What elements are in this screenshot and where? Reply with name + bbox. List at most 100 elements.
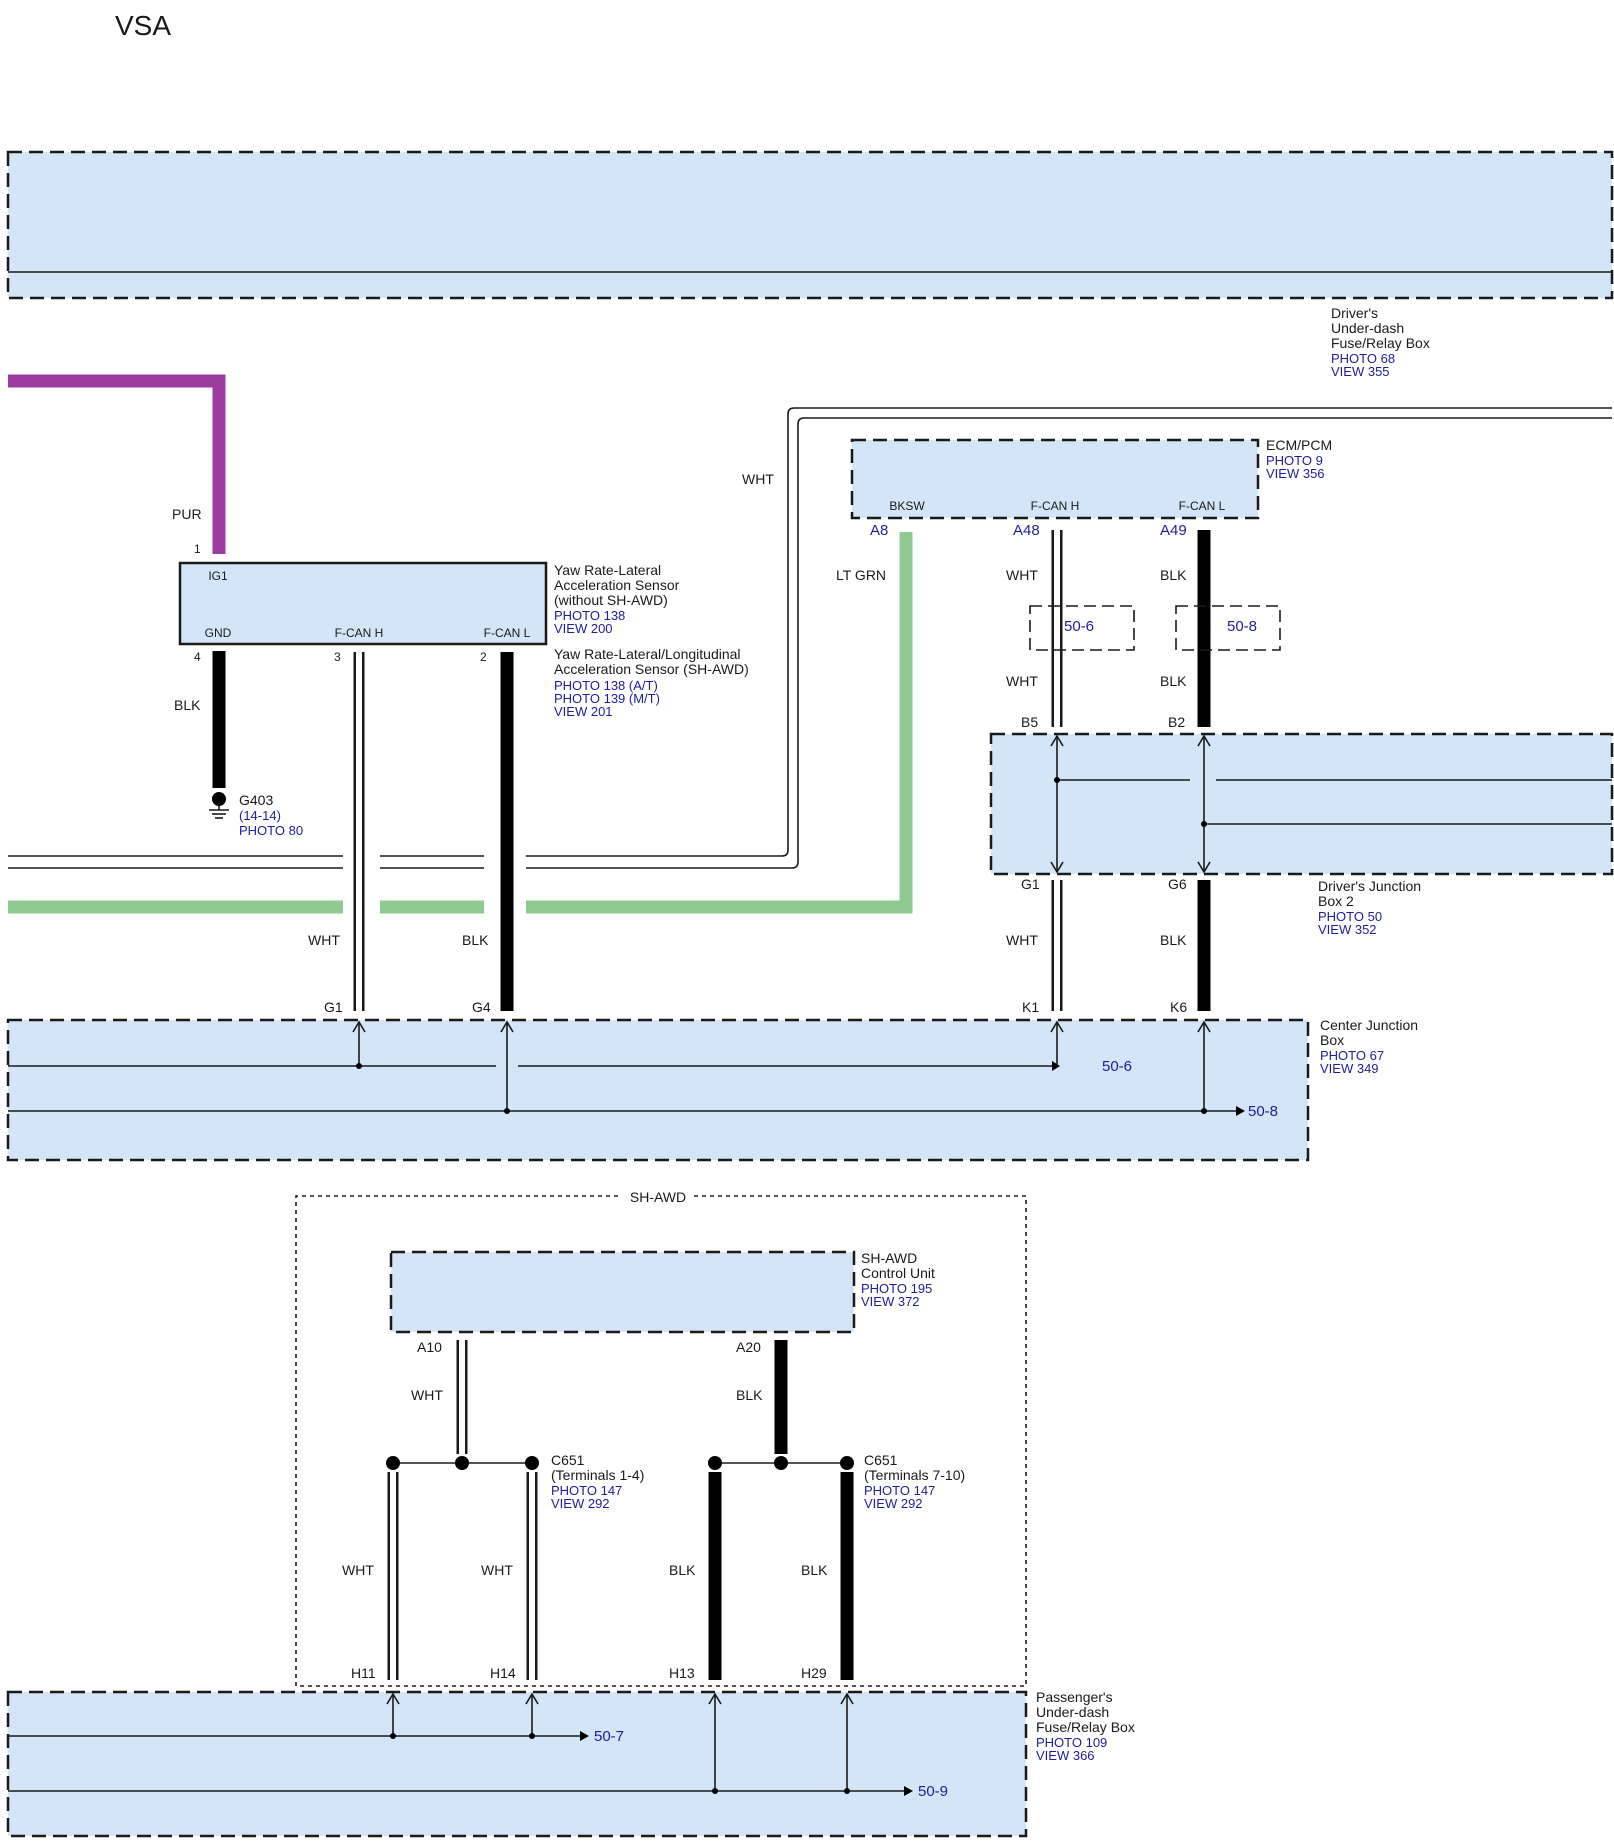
sh-awd-control-unit-label: SH-AWD Control Unit PHOTO 195 VIEW 372: [861, 1250, 935, 1309]
svg-text:VIEW 372: VIEW 372: [861, 1294, 920, 1309]
svg-text:(Terminals 1-4): (Terminals 1-4): [551, 1467, 644, 1483]
splice-c651-b: [708, 1456, 854, 1470]
wire-label-wht-sensor: WHT: [308, 932, 340, 948]
ground-symbol: [209, 792, 229, 819]
wire-label-wht-k1: WHT: [1006, 932, 1038, 948]
wire-label-blk-gnd: BLK: [174, 697, 201, 713]
svg-text:Acceleration Sensor: Acceleration Sensor: [554, 577, 680, 593]
wire-label-wht-a10: WHT: [411, 1387, 443, 1403]
passenger-fuse-box: 50-7 50-9: [6, 1690, 1028, 1838]
terminal-cjb-g1: G1: [324, 999, 343, 1015]
terminal-4: 4: [194, 650, 201, 664]
svg-text:Box: Box: [1320, 1032, 1344, 1048]
svg-text:(Terminals 7-10): (Terminals 7-10): [864, 1467, 965, 1483]
svg-text:PHOTO 147: PHOTO 147: [551, 1483, 622, 1498]
sh-awd-group: SH-AWD: [295, 1188, 1027, 1687]
svg-text:Passenger's: Passenger's: [1036, 1689, 1113, 1705]
drivers-junction-box-2-label: Driver's Junction Box 2 PHOTO 50 VIEW 35…: [1318, 878, 1421, 937]
terminal-djb-g1: G1: [1021, 876, 1040, 892]
svg-text:C651: C651: [551, 1452, 585, 1468]
wire-label-wht-h11: WHT: [342, 1562, 374, 1578]
page-title: VSA: [115, 10, 171, 41]
wire-label-pur: PUR: [172, 506, 202, 522]
ecm-pcm-label: ECM/PCM PHOTO 9 VIEW 356: [1266, 437, 1332, 481]
terminal-a20: A20: [736, 1339, 761, 1355]
drivers-junction-box-2: [989, 732, 1614, 876]
terminal-h14: H14: [490, 1665, 516, 1681]
svg-text:Yaw Rate-Lateral/Longitudinal: Yaw Rate-Lateral/Longitudinal: [554, 646, 741, 662]
svg-text:VIEW 356: VIEW 356: [1266, 466, 1325, 481]
wire-label-wht-h14: WHT: [481, 1562, 513, 1578]
svg-text:PHOTO 195: PHOTO 195: [861, 1281, 932, 1296]
svg-text:Under-dash: Under-dash: [1036, 1704, 1109, 1720]
svg-text:C651: C651: [864, 1452, 898, 1468]
driver-fuse-box-label: Driver's Under-dash Fuse/Relay Box PHOTO…: [1331, 305, 1430, 379]
svg-text:Driver's: Driver's: [1331, 305, 1378, 321]
svg-text:PHOTO 50: PHOTO 50: [1318, 909, 1382, 924]
terminal-b5: B5: [1021, 714, 1038, 730]
wire-label-blk-h29: BLK: [801, 1562, 828, 1578]
dashed-ref-50-6: 50-6: [1029, 605, 1135, 651]
svg-text:GND: GND: [205, 626, 232, 640]
terminal-3: 3: [334, 650, 341, 664]
svg-text:Yaw Rate-Lateral: Yaw Rate-Lateral: [554, 562, 661, 578]
wire-label-blk-k6: BLK: [1160, 932, 1187, 948]
terminal-a10: A10: [417, 1339, 442, 1355]
wire-label-blk-sensor: BLK: [462, 932, 489, 948]
wire-wht-loop: [8, 407, 1612, 869]
svg-text:Under-dash: Under-dash: [1331, 320, 1404, 336]
terminal-k1: K1: [1022, 999, 1039, 1015]
svg-text:VIEW 366: VIEW 366: [1036, 1748, 1095, 1763]
center-junction-box: 50-6 50-8: [6, 1018, 1310, 1162]
c651-b-label: C651 (Terminals 7-10) PHOTO 147 VIEW 292: [864, 1452, 965, 1511]
passenger-fuse-box-label: Passenger's Under-dash Fuse/Relay Box PH…: [1036, 1689, 1135, 1763]
svg-text:F-CAN L: F-CAN L: [484, 626, 531, 640]
svg-text:F-CAN H: F-CAN H: [1031, 499, 1080, 513]
svg-text:SH-AWD: SH-AWD: [861, 1250, 917, 1266]
svg-text:VIEW 352: VIEW 352: [1318, 922, 1377, 937]
svg-text:PHOTO 138: PHOTO 138: [554, 608, 625, 623]
wire-label-wht-b5: WHT: [1006, 673, 1038, 689]
terminal-1: 1: [194, 542, 201, 556]
wire-label-blk-h13: BLK: [669, 1562, 696, 1578]
wire-label-blk-b2: BLK: [1160, 673, 1187, 689]
wire-label-blk-a20: BLK: [736, 1387, 763, 1403]
svg-text:50-8: 50-8: [1227, 618, 1257, 635]
wire-label-wht-a48: WHT: [1006, 567, 1038, 583]
yaw-rate-sensor-box: IG1 GND F-CAN H F-CAN L: [178, 561, 548, 646]
svg-text:Driver's Junction: Driver's Junction: [1318, 878, 1421, 894]
svg-text:Fuse/Relay Box: Fuse/Relay Box: [1331, 335, 1430, 351]
terminal-b2: B2: [1168, 714, 1185, 730]
svg-text:PHOTO 109: PHOTO 109: [1036, 1735, 1107, 1750]
svg-text:(14-14): (14-14): [239, 808, 281, 823]
ground-label: G403 (14-14) PHOTO 80: [239, 792, 303, 838]
svg-text:SH-AWD: SH-AWD: [630, 1189, 686, 1205]
svg-text:Fuse/Relay Box: Fuse/Relay Box: [1036, 1719, 1135, 1735]
svg-text:PHOTO 9: PHOTO 9: [1266, 453, 1323, 468]
svg-text:PHOTO 67: PHOTO 67: [1320, 1048, 1384, 1063]
terminal-cjb-g4: G4: [472, 999, 491, 1015]
center-junction-box-label: Center Junction Box PHOTO 67 VIEW 349: [1320, 1017, 1418, 1076]
terminal-h11: H11: [351, 1665, 376, 1681]
c651-a-label: C651 (Terminals 1-4) PHOTO 147 VIEW 292: [551, 1452, 644, 1511]
svg-text:PHOTO 147: PHOTO 147: [864, 1483, 935, 1498]
ecm-pcm-box: BKSW F-CAN H F-CAN L: [850, 438, 1260, 520]
svg-text:Control Unit: Control Unit: [861, 1265, 935, 1281]
svg-text:Box 2: Box 2: [1318, 893, 1354, 909]
svg-text:BKSW: BKSW: [889, 499, 925, 513]
svg-text:ECM/PCM: ECM/PCM: [1266, 437, 1332, 453]
terminal-h29: H29: [801, 1665, 827, 1681]
svg-text:50-8: 50-8: [1248, 1103, 1278, 1120]
svg-text:F-CAN H: F-CAN H: [335, 626, 384, 640]
terminal-h13: H13: [669, 1665, 695, 1681]
svg-text:VIEW 292: VIEW 292: [551, 1496, 610, 1511]
wire-label-wht-loop: WHT: [742, 471, 774, 487]
terminal-a48: A48: [1013, 522, 1040, 539]
driver-fuse-box: [6, 150, 1614, 300]
terminal-djb-g6: G6: [1168, 876, 1187, 892]
wire-label-lt-grn: LT GRN: [836, 567, 886, 583]
svg-text:G403: G403: [239, 792, 273, 808]
svg-text:VIEW 355: VIEW 355: [1331, 364, 1390, 379]
splice-c651-a: [386, 1456, 539, 1470]
